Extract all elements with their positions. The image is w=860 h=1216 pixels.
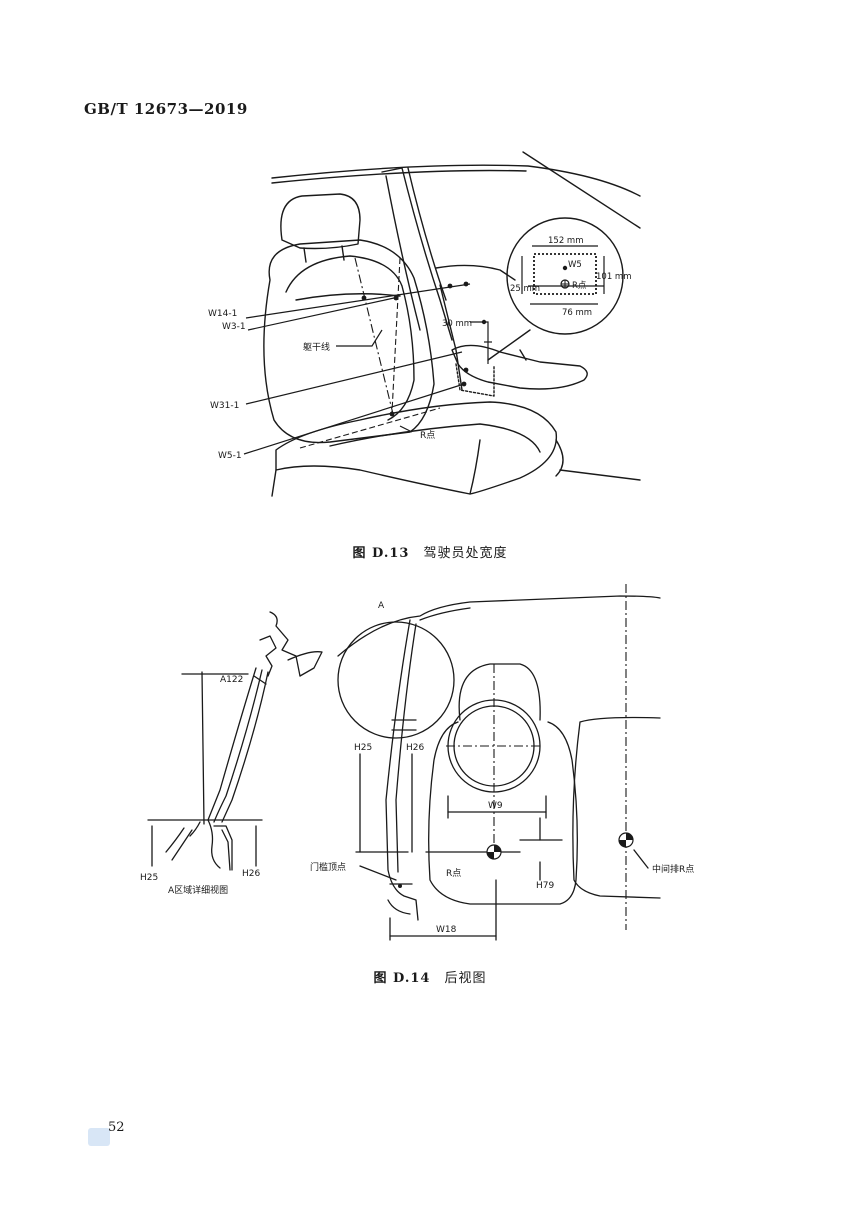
label-w3-1: W3-1 (222, 322, 246, 332)
figure-d14-title: 后视图 (444, 971, 487, 986)
label-torso-line: 躯干线 (303, 341, 330, 353)
detail-pillar (207, 667, 257, 821)
label-30mm: 30 mm (442, 319, 472, 329)
page-number: 52 (108, 1120, 125, 1135)
figure-d14-svg: A122 H25 H26 A区域详细视图 A H25 H26 W9 门槛顶点 R… (140, 584, 694, 941)
publisher-logo-icon (88, 1128, 110, 1146)
label-w5-1: W5-1 (218, 451, 242, 461)
seat-back (263, 239, 435, 444)
label-r-point: R点 (446, 868, 461, 879)
label-w5-inner: W5 (568, 260, 582, 270)
label-r-point-inner: R点 (572, 281, 587, 291)
label-middle-r-point: 中间排R点 (652, 863, 694, 875)
figure-d13-drawing: W14-1 W3-1 躯干线 W31-1 W5-1 R点 30 mm 152 m… (0, 140, 860, 520)
figure-d14-number: 图 D.14 (373, 971, 431, 986)
figure-d14-caption: 图 D.14 后视图 (0, 967, 860, 986)
label-h26-detail: H26 (242, 869, 260, 879)
label-r-point: R点 (420, 430, 435, 441)
door-pillar (385, 619, 419, 921)
armrest (451, 344, 588, 390)
torso-line (354, 257, 395, 419)
figure-d13-number: 图 D.13 (352, 546, 410, 561)
label-a122: A122 (220, 675, 243, 685)
label-w18: W18 (436, 925, 457, 935)
label-detail-view: A区域详细视图 (168, 884, 228, 896)
b-pillar (381, 167, 453, 341)
figure-d13-title: 驾驶员处宽度 (423, 546, 508, 561)
roof-edge (522, 151, 641, 229)
seat-back-outline (428, 721, 578, 905)
label-a: A (378, 601, 385, 611)
label-sill-point: 门槛顶点 (310, 861, 346, 873)
label-w9: W9 (488, 801, 503, 811)
seat-cushion (275, 401, 558, 495)
label-w31-1: W31-1 (210, 401, 239, 411)
roof-outline (337, 595, 661, 657)
label-25mm: 25 mm (510, 284, 540, 294)
detail-circle (506, 217, 624, 335)
label-h26: H26 (406, 743, 424, 753)
detail-circle-a (337, 621, 455, 739)
label-152mm: 152 mm (548, 236, 584, 246)
roof-line (271, 164, 641, 197)
w5-rect (533, 253, 597, 295)
figure-d14-drawing: A122 H25 H26 A区域详细视图 A H25 H26 W9 门槛顶点 R… (0, 580, 860, 950)
headrest (280, 193, 361, 250)
r-point-marker (486, 844, 502, 860)
middle-r-point-marker (618, 832, 634, 848)
label-h25-detail: H25 (140, 873, 158, 883)
label-h25: H25 (354, 743, 372, 753)
label-101mm: 101 mm (596, 272, 632, 282)
label-76mm: 76 mm (562, 308, 592, 318)
figure-d13-caption: 图 D.13 驾驶员处宽度 (0, 542, 860, 561)
figure-d13-svg: W14-1 W3-1 躯干线 W31-1 W5-1 R点 30 mm 152 m… (208, 151, 641, 497)
standard-number: GB/T 12673—2019 (84, 100, 248, 118)
label-w14-1: W14-1 (208, 309, 237, 319)
label-h79: H79 (536, 881, 554, 891)
